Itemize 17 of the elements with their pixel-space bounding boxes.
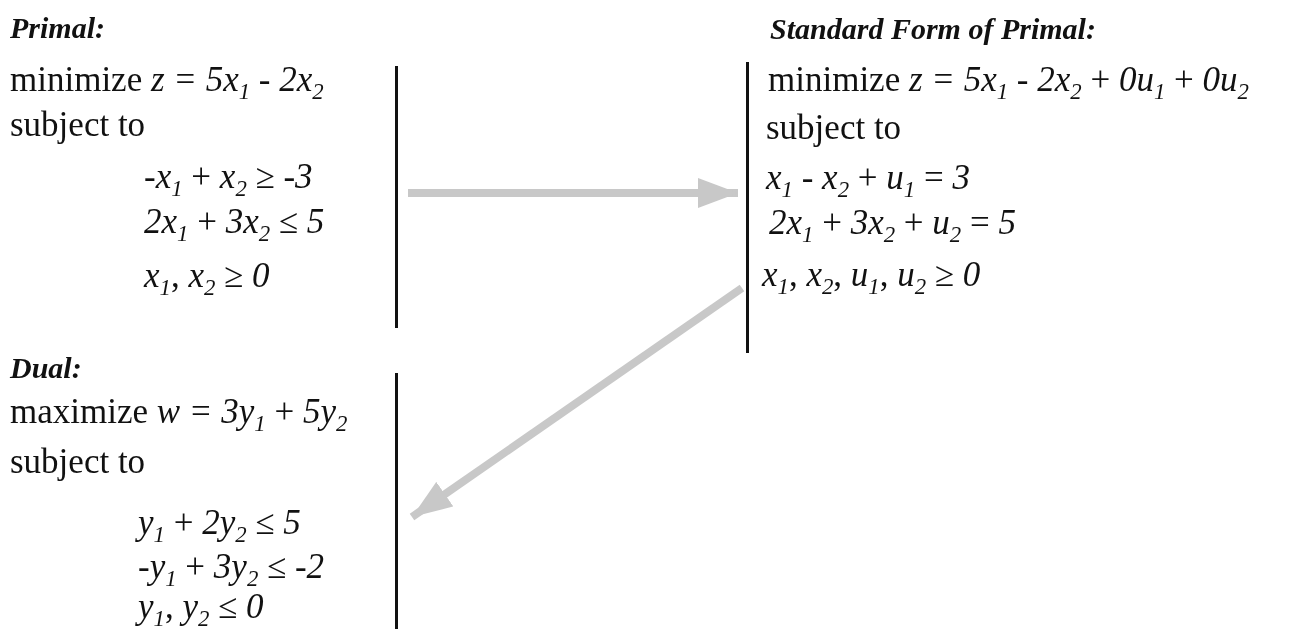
arrow (409, 284, 745, 521)
formula-line: subject to (10, 105, 146, 145)
formula-line: x$_{1}$ - x$_{2}$ + u$_{1}$ = 3 (766, 158, 970, 198)
section-heading: Dual: (10, 350, 82, 386)
formula-line: maximize w = 3y$_{1}$ + 5y$_{2}$ (10, 392, 348, 432)
formula-line: x$_{1}$, x$_{2}$, u$_{1}$, u$_{2}$ ≥ 0 (762, 255, 981, 295)
section-heading: Primal: (10, 10, 105, 46)
formula-line: 2x$_{1}$ + 3x$_{2}$ + u$_{2}$ = 5 (769, 203, 1016, 243)
formula-line: minimize z = 5x$_{1}$ - 2x$_{2}$ (10, 60, 324, 100)
formula-line: subject to (766, 108, 902, 148)
formula-line: -y$_{1}$ + 3y$_{2}$ ≤ -2 (138, 547, 325, 587)
formula-line: 2x$_{1}$ + 3x$_{2}$ ≤ 5 (144, 202, 325, 242)
formula-line: -x$_{1}$ + x$_{2}$ ≥ -3 (144, 157, 313, 197)
section-heading: Standard Form of Primal: (770, 11, 1096, 47)
formula-line: x$_{1}$, x$_{2}$ ≥ 0 (144, 256, 270, 296)
formula-line: subject to (10, 442, 146, 482)
formula-line: minimize z = 5x$_{1}$ - 2x$_{2}$ + 0u$_{1}$ + 0u$_{2}$ (768, 60, 1249, 100)
